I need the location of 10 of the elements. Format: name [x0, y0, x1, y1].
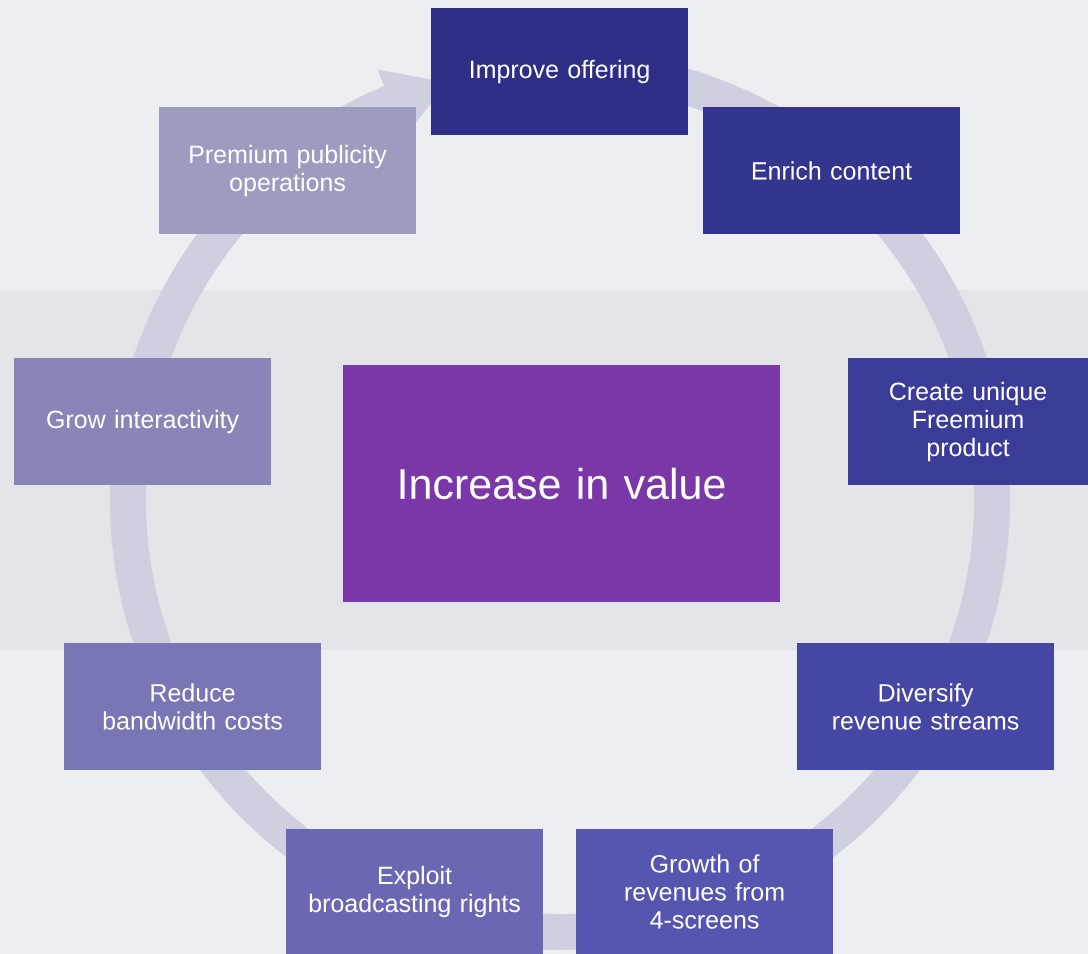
center-box: Increase in value [343, 365, 780, 602]
step-box: Premium publicity operations [159, 107, 416, 234]
step-box: Reduce bandwidth costs [64, 643, 321, 770]
step-box: Diversify revenue streams [797, 643, 1054, 770]
step-box: Improve offering [431, 8, 688, 135]
step-box: Create unique Freemium product [848, 358, 1088, 485]
step-box: Growth of revenues from 4-screens [576, 829, 833, 954]
step-box: Exploit broadcasting rights [286, 829, 543, 954]
step-box: Enrich content [703, 107, 960, 234]
step-box: Grow interactivity [14, 358, 271, 485]
